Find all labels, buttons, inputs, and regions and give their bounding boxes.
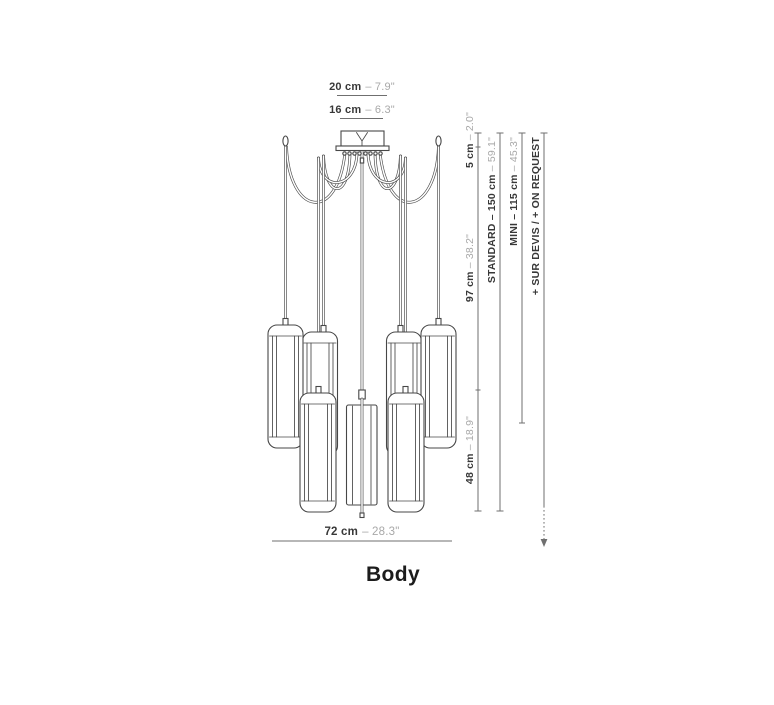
dim-top-20cm: 20 cm– 7.9"	[329, 81, 395, 96]
pendant-tube-outer-right	[420, 317, 457, 449]
dim-right-48cm-label: 48 cm– 18.9"	[464, 416, 476, 484]
page-title: Body	[366, 563, 420, 586]
dim-right-5cm-label: 5 cm– 2.0"	[464, 112, 476, 168]
dim-bottom-72cm: 72 cm– 28.3"	[272, 526, 452, 542]
dim-right-standard-label: STANDARD – 150 cm– 59.1"	[486, 137, 498, 283]
ceiling-canopy	[335, 130, 390, 164]
dim-top-20cm-label: 20 cm– 7.9"	[329, 81, 395, 93]
pendant-tube-front-right	[387, 385, 425, 513]
dim-right-on-request-label: + SUR DEVIS / + ON REQUEST	[530, 137, 542, 295]
rod-bottom-tip	[359, 512, 365, 519]
dim-top-16cm: 16 cm– 6.3"	[329, 104, 395, 119]
cable-loop-right	[435, 135, 442, 147]
dim-right-mini-label: MINI – 115 cm– 45.3"	[508, 137, 520, 246]
cable-loop-left	[282, 135, 289, 147]
dim-top-16cm-label: 16 cm– 6.3"	[329, 104, 395, 116]
pendant-tube-front-left	[299, 385, 337, 513]
swag-cables	[285, 145, 440, 204]
pendant-tube-outer-left	[267, 317, 304, 449]
dim-right-97cm-label: 97 cm– 38.2"	[464, 234, 476, 302]
dim-right-lines	[474, 132, 548, 547]
dim-bottom-72cm-label: 72 cm– 28.3"	[324, 526, 399, 538]
center-cable-connector	[359, 157, 365, 164]
down-arrow-icon	[540, 539, 548, 547]
pendant-center-element	[345, 389, 378, 519]
